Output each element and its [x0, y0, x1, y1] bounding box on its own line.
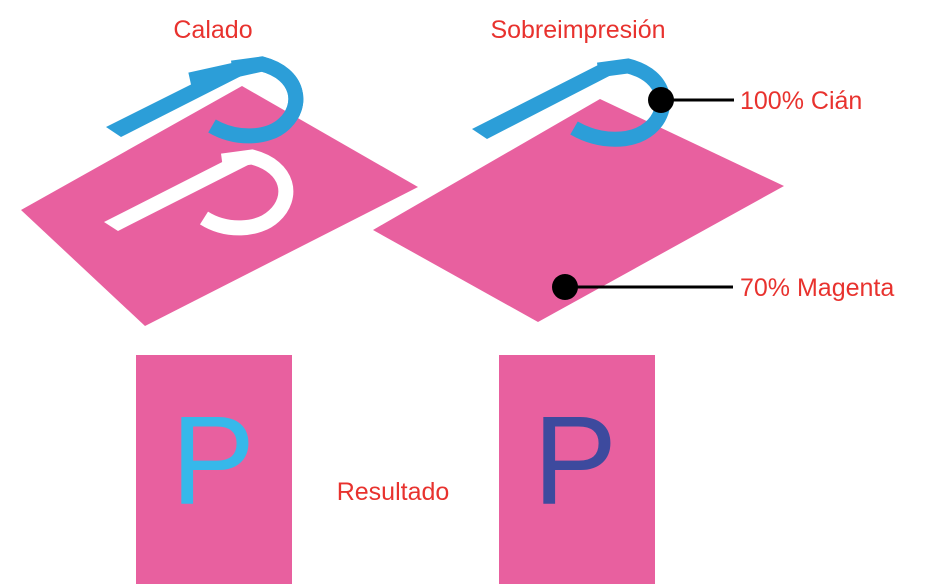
result-overprint-swatch: P [499, 355, 655, 584]
overprint-magenta-plate [373, 99, 784, 322]
overprint-isometric-group [373, 58, 784, 322]
heading-knockout: Calado [173, 16, 252, 44]
knockout-white-p [104, 149, 294, 236]
heading-overprint: Sobreimpresión [490, 16, 665, 44]
callout-magenta-label: 70% Magenta [740, 274, 894, 302]
callout-cyan: 100% Cián [648, 87, 862, 115]
overprint-cyan-p [472, 58, 671, 147]
callout-cyan-label: 100% Cián [740, 87, 862, 115]
result-knockout-swatch: P [136, 355, 292, 584]
knockout-magenta-plate [21, 86, 418, 326]
result-knockout-letter: P [171, 390, 255, 531]
knockout-isometric-group [21, 56, 418, 326]
result-overprint-letter: P [533, 390, 617, 531]
result-label: Resultado [337, 478, 450, 506]
callout-magenta: 70% Magenta [552, 274, 894, 302]
